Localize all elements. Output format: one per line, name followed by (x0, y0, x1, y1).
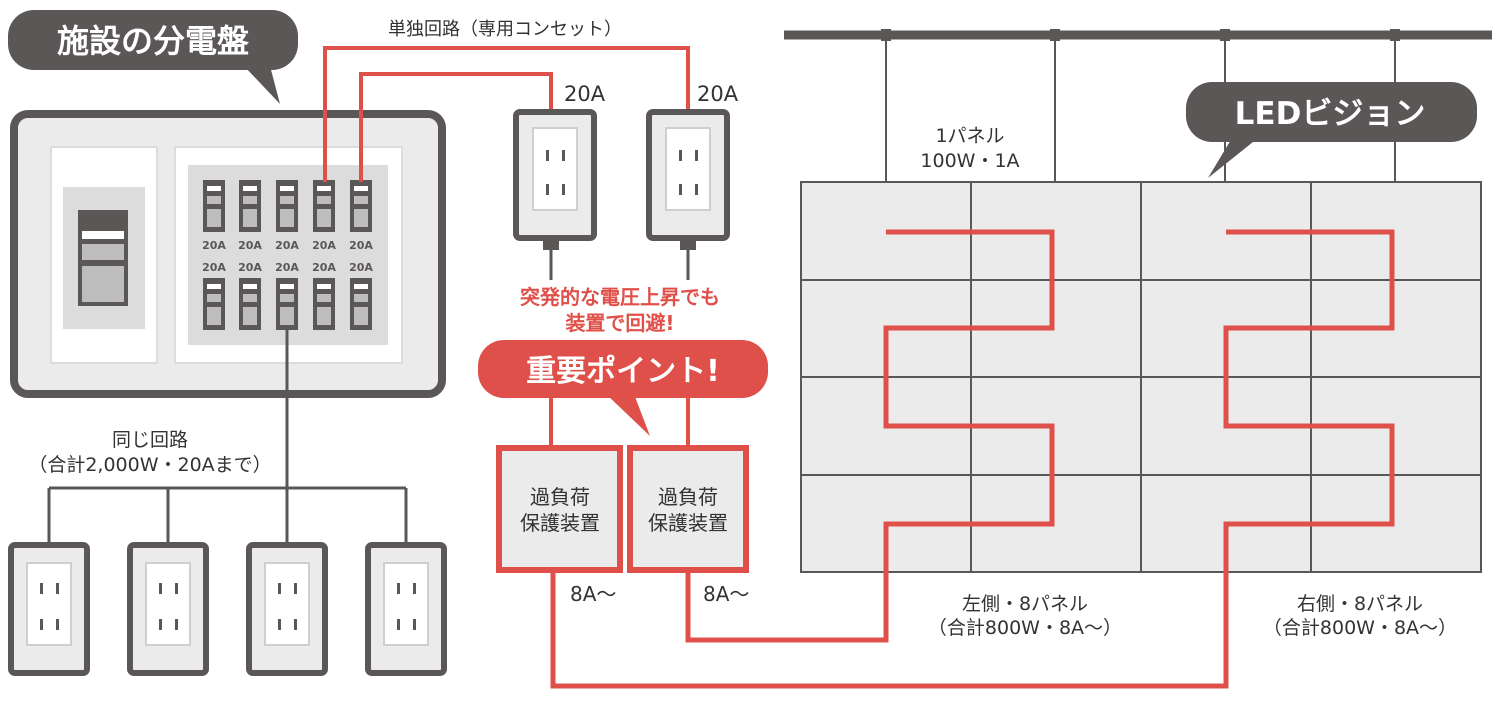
branch-breakers: 20A 20A 20A 20A 20A 20A 20A 20A 20A 20A (202, 180, 373, 330)
main-breaker (78, 210, 128, 306)
right-side-line2: （合計800W・8A〜） (1263, 617, 1457, 639)
breaker-label-top: 20A (238, 239, 262, 252)
breaker-top (276, 180, 298, 232)
shared-outlet (127, 542, 209, 676)
distribution-board: 20A 20A 20A 20A 20A 20A 20A 20A 20A 20A (10, 110, 446, 398)
right-side-line1: 右側・8パネル (1297, 593, 1423, 615)
outlet-plugs (543, 238, 696, 280)
breaker-label-bottom: 20A (312, 261, 336, 274)
important-point-bubble: 重要ポイント! (478, 340, 768, 436)
dedicated-outlet-right (646, 109, 730, 241)
breaker-bottom (203, 278, 225, 330)
breaker-label-top: 20A (349, 239, 373, 252)
shared-outlet (365, 542, 447, 676)
overload-protector-left: 過負荷 保護装置 (496, 445, 623, 573)
overload-protector-right: 過負荷 保護装置 (627, 445, 749, 573)
protector-right-current: 8A〜 (703, 582, 749, 606)
protector-feed-wires (549, 398, 690, 448)
protector-right-line1: 過負荷 (658, 485, 718, 509)
breaker-label-bottom: 20A (349, 261, 373, 274)
shared-outlet (8, 542, 90, 676)
shared-outlets (8, 542, 447, 676)
protector-right-line2: 保護装置 (648, 511, 728, 535)
breaker-bottom (276, 278, 298, 330)
breaker-bottom (239, 278, 261, 330)
amp-label-right: 20A (697, 82, 739, 106)
led-title: LEDビジョン (1235, 96, 1426, 132)
protector-left-current: 8A〜 (570, 582, 616, 606)
breaker-bottom (350, 278, 372, 330)
shared-outlet (246, 542, 328, 676)
dedicated-outlet-left (513, 109, 597, 241)
panel-title: 施設の分電盤 (57, 22, 249, 60)
important-point-label: 重要ポイント! (526, 354, 720, 389)
breaker-label-top: 20A (202, 239, 226, 252)
breaker-label-bottom: 20A (238, 261, 262, 274)
led-title-bubble: LEDビジョン (1186, 82, 1477, 178)
breaker-label-top: 20A (275, 239, 299, 252)
breaker-top (313, 180, 335, 232)
led-vision: 1パネル 100W・1A (784, 29, 1492, 573)
panel-spec-line2: 100W・1A (920, 150, 1019, 172)
breaker-label-bottom: 20A (275, 261, 299, 274)
panel-spec-line1: 1パネル (935, 125, 1004, 147)
led-wiring (550, 229, 1395, 689)
dedicated-circuit-label: 単独回路（専用コンセット） (388, 19, 622, 40)
breaker-label-top: 20A (312, 239, 336, 252)
breaker-top (239, 180, 261, 232)
panel-title-bubble: 施設の分電盤 (8, 10, 298, 104)
breaker-top (203, 180, 225, 232)
left-side-line2: （合計800W・8A〜） (928, 617, 1122, 639)
shared-circuit-wires (47, 330, 408, 545)
dedicated-circuit-wires (323, 46, 690, 182)
protector-left-line2: 保護装置 (520, 511, 600, 535)
same-circuit-line1: 同じ回路 (112, 429, 188, 451)
left-side-line1: 左側・8パネル (962, 593, 1088, 615)
breaker-label-bottom: 20A (202, 261, 226, 274)
protector-left-line1: 過負荷 (530, 485, 590, 509)
surge-warning-line2: 装置で回避! (564, 311, 674, 335)
surge-warning-line1: 突発的な電圧上昇でも (520, 285, 720, 309)
breaker-bottom (313, 278, 335, 330)
amp-label-left: 20A (564, 82, 606, 106)
same-circuit-line2: （合計2,000W・20Aまで） (28, 454, 271, 476)
breaker-top (350, 180, 372, 232)
